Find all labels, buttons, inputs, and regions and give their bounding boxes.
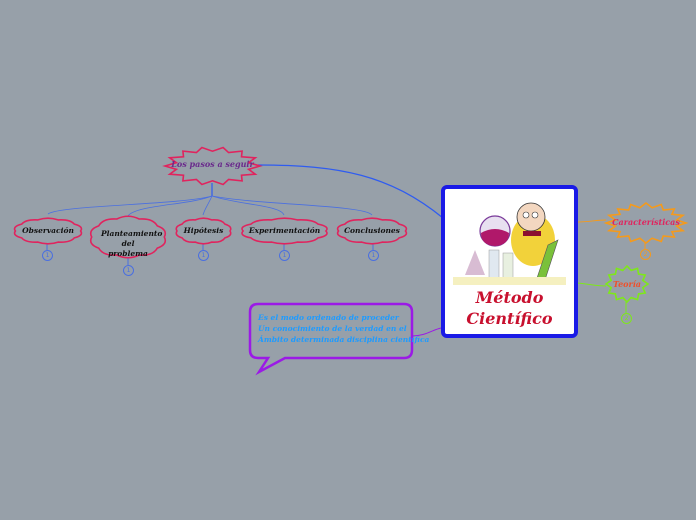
steps-node[interactable]: Los pasos a seguir <box>165 147 260 185</box>
steps-node-shape <box>162 146 263 186</box>
count-badge[interactable]: 1 <box>279 250 290 261</box>
step-label: Experimentación <box>248 226 321 235</box>
characteristics-node[interactable]: Características <box>606 203 686 243</box>
step-label: Planteamiento del problema <box>101 229 163 258</box>
step-conclusiones[interactable]: Conclusiones <box>336 218 408 244</box>
characteristics-node-shape <box>603 201 689 245</box>
step-observacion[interactable]: Observación <box>13 218 83 244</box>
cloud-shape <box>89 215 167 259</box>
steps-node-label: Los pasos a seguir <box>171 159 254 169</box>
note-line: Un conocimiento de la verdad en el <box>258 324 407 333</box>
link-central-steps <box>257 164 444 219</box>
step-label: Conclusiones <box>344 226 400 235</box>
link-note <box>411 327 442 337</box>
link-theory <box>576 282 607 287</box>
note-bubble <box>248 302 414 376</box>
theory-node[interactable]: Teoría <box>606 266 648 302</box>
count-badge[interactable]: 1 <box>123 265 134 276</box>
cloud-shape <box>336 217 408 245</box>
note-line: Ámbito determinada disciplina científica <box>258 335 430 344</box>
count-badge[interactable]: 2 <box>640 249 651 260</box>
link-characteristics <box>576 219 607 223</box>
cloud-shape <box>13 217 83 245</box>
link-planteamiento <box>127 195 213 217</box>
count-badge[interactable]: 1 <box>368 250 379 261</box>
note-text: Es el modo ordenado de proceder Un conoc… <box>258 312 429 345</box>
step-label: Hipótesis <box>183 226 224 235</box>
link-conclusiones <box>211 195 373 216</box>
link-experimentacion <box>211 195 285 216</box>
cloud-shape <box>175 217 232 245</box>
scientist-illustration <box>453 195 566 285</box>
theory-node-shape <box>604 264 650 304</box>
link-hipotesis <box>202 195 213 216</box>
count-badge[interactable]: 1 <box>198 250 209 261</box>
cloud-shape <box>241 217 328 245</box>
count-badge[interactable]: 2 <box>621 313 632 324</box>
step-experimentacion[interactable]: Experimentación <box>240 218 329 244</box>
count-badge[interactable]: 1 <box>42 250 53 261</box>
step-planteamiento[interactable]: Planteamiento del problema <box>89 216 167 258</box>
characteristics-label: Características <box>612 217 680 227</box>
link-observacion <box>47 195 213 215</box>
theory-label: Teoría <box>613 279 641 289</box>
step-label: Observación <box>22 226 74 235</box>
note-line: Es el modo ordenado de proceder <box>258 313 399 322</box>
step-hipotesis[interactable]: Hipótesis <box>175 218 232 244</box>
